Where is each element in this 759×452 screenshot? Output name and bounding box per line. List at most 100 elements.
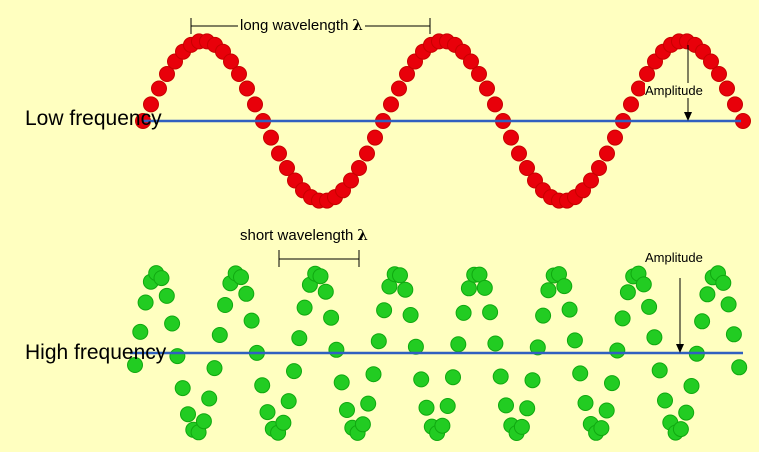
wave-dot	[174, 380, 191, 397]
wave-dot	[275, 414, 292, 431]
wave-dot	[479, 80, 495, 97]
wave-dot	[503, 129, 519, 146]
wave-dot	[343, 172, 359, 189]
wave-dot	[607, 129, 623, 146]
wave-dot	[312, 268, 329, 285]
wave-dot	[359, 145, 375, 162]
wave-dot	[233, 269, 249, 286]
wave-dot	[392, 267, 408, 284]
wave-dot	[243, 312, 260, 329]
wave-dot	[487, 335, 504, 352]
wave-dot	[711, 66, 727, 82]
wave-dot	[715, 274, 732, 291]
lambda-symbol: λ	[357, 226, 368, 244]
wave-dot	[195, 413, 212, 430]
wave-dot	[323, 309, 340, 326]
wave-dot	[678, 404, 695, 421]
wave-dot	[619, 284, 636, 301]
wave-dot	[731, 359, 748, 376]
wave-dot	[143, 96, 159, 113]
wave-dot	[699, 286, 716, 303]
wave-dot	[159, 66, 175, 82]
wave-dot	[529, 339, 546, 356]
wave-dot	[317, 283, 334, 300]
low-amplitude-arrow	[684, 45, 692, 121]
wave-dot	[279, 160, 295, 176]
wave-dot	[383, 96, 399, 113]
wave-dot	[556, 278, 573, 295]
wave-dot	[651, 362, 668, 379]
wave-dot	[180, 406, 196, 423]
wave-dot	[333, 374, 350, 391]
wave-dot	[719, 80, 735, 97]
wave-dot	[151, 80, 167, 97]
wave-dot	[158, 287, 175, 304]
long-wavelength-text: long wavelength	[240, 17, 349, 34]
wave-dot	[370, 333, 387, 350]
wave-dot	[354, 416, 371, 433]
wave-dot	[720, 296, 737, 313]
high-amplitude-label: Amplitude	[645, 250, 703, 265]
wave-dot	[672, 421, 689, 438]
wave-dot	[450, 336, 467, 353]
wave-dot	[391, 80, 407, 97]
wave-dot	[511, 145, 527, 162]
low-amplitude-label: Amplitude	[645, 83, 703, 98]
wave-dot	[725, 326, 742, 343]
wave-dot	[211, 327, 228, 343]
wave-dot	[599, 145, 615, 162]
wave-dot	[291, 330, 308, 347]
wave-dot	[153, 270, 170, 287]
wave-dot	[519, 400, 536, 417]
wave-dot	[263, 129, 279, 146]
wave-dot	[623, 96, 639, 113]
wave-dot	[254, 377, 271, 394]
wave-dot	[614, 310, 631, 327]
wave-dot	[418, 399, 435, 416]
high-frequency-wave	[127, 265, 748, 441]
wave-dot	[639, 66, 655, 82]
wave-dot	[445, 369, 461, 386]
wave-dot	[498, 397, 514, 414]
wave-dot	[351, 160, 367, 176]
wave-dot	[609, 342, 626, 359]
wave-dot	[296, 299, 313, 316]
wave-dot	[566, 332, 583, 349]
wave-dot	[413, 371, 430, 388]
wave-dot	[132, 323, 149, 340]
wave-dot	[471, 266, 488, 283]
wave-dot	[376, 302, 393, 319]
wave-dot	[164, 315, 181, 332]
wave-dot	[286, 363, 302, 380]
wave-dot	[460, 280, 477, 297]
wave-dot	[657, 392, 673, 409]
wave-dot	[471, 66, 487, 82]
short-wavelength-text: short wavelength	[240, 227, 354, 244]
wave-dot	[259, 404, 276, 421]
wave-dot	[577, 395, 594, 411]
wave-dot	[455, 304, 472, 321]
high-frequency-label: High frequency	[25, 341, 167, 364]
low-frequency-wave	[135, 33, 751, 209]
wave-dot	[463, 53, 479, 70]
wave-dot	[271, 145, 287, 162]
wave-dot	[646, 329, 663, 346]
wave-dot	[127, 357, 143, 373]
wave-dot	[604, 375, 620, 392]
wave-dot	[169, 348, 186, 365]
wave-dot	[487, 96, 503, 113]
wave-dot	[137, 294, 154, 311]
wave-dot	[206, 360, 223, 377]
wave-dot	[238, 285, 255, 302]
wave-dot	[280, 393, 297, 410]
wave-dot	[339, 402, 355, 418]
wave-dot	[476, 279, 493, 296]
wave-dot	[367, 129, 383, 146]
wave-dot	[683, 378, 700, 394]
wave-dot	[239, 80, 255, 97]
wave-dot	[694, 313, 711, 330]
wave-dot	[492, 368, 509, 385]
